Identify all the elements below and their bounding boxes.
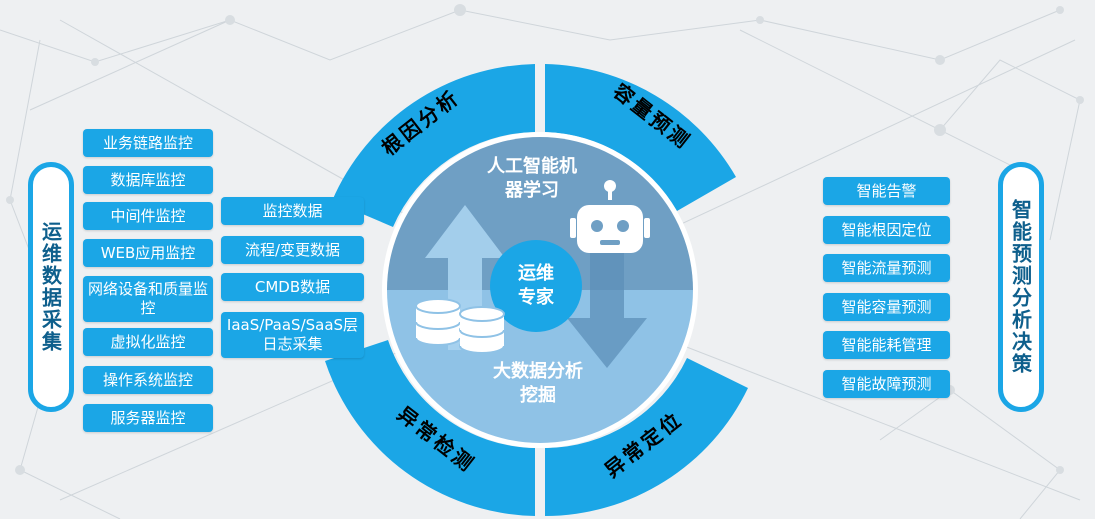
data-type-item: CMDB数据 [221, 273, 364, 301]
arc-segment-bottom-right [545, 358, 748, 516]
data-type-item: 监控数据 [221, 197, 364, 225]
right-panel-item: 智能流量预测 [823, 254, 950, 282]
data-type-item: IaaS/PaaS/SaaS层日志采集 [221, 312, 364, 358]
right-panel-item-label: 智能容量预测 [841, 297, 932, 316]
right-panel-item: 智能根因定位 [823, 216, 950, 244]
left-panel-item: 虚拟化监控 [83, 328, 213, 356]
center-bottom-label: 大数据分析挖掘 [493, 361, 583, 406]
right-panel-item-label: 智能故障预测 [841, 374, 932, 393]
left-panel-title-pill: 运维数据采集 [28, 162, 74, 412]
left-panel-item: WEB应用监控 [83, 239, 213, 267]
left-panel-title: 运维数据采集 [38, 221, 63, 353]
arc-segment-top-right [545, 64, 736, 211]
left-panel-item-label: WEB应用监控 [100, 243, 196, 262]
arc-segment-top-left [332, 64, 535, 227]
left-panel-item: 服务器监控 [83, 404, 213, 432]
left-panel-item: 业务链路监控 [83, 129, 213, 157]
left-panel-item-label: 中间件监控 [110, 206, 186, 225]
right-panel-item-label: 智能能耗管理 [841, 335, 932, 354]
right-panel-item: 智能告警 [823, 177, 950, 205]
right-panel-item: 智能故障预测 [823, 370, 950, 398]
left-panel-item: 操作系统监控 [83, 366, 213, 394]
right-panel-item-label: 智能根因定位 [841, 220, 932, 239]
data-type-item: 流程/变更数据 [221, 236, 364, 264]
center-core-label: 运维专家 [518, 263, 554, 308]
left-panel-item: 网络设备和质量监控 [83, 276, 213, 322]
right-panel-item: 智能能耗管理 [823, 331, 950, 359]
database-stack-icon [415, 298, 505, 354]
right-panel-item-label: 智能告警 [856, 181, 917, 200]
left-panel-item-label: 业务链路监控 [102, 133, 193, 152]
right-panel-title-pill: 智能预测分析决策 [998, 162, 1044, 412]
down-arrow-icon [567, 230, 647, 368]
data-type-item-label: CMDB数据 [254, 277, 331, 296]
left-panel-item-label: 数据库监控 [110, 170, 186, 189]
left-panel-item-label: 操作系统监控 [102, 370, 193, 389]
right-panel-title: 智能预测分析决策 [1008, 199, 1033, 375]
data-type-item-label: 流程/变更数据 [244, 240, 341, 259]
robot-icon [570, 180, 650, 253]
right-panel-item-label: 智能流量预测 [841, 258, 932, 277]
left-panel-item: 数据库监控 [83, 166, 213, 194]
left-panel-item-label: 网络设备和质量监控 [87, 280, 208, 317]
up-arrow-icon [425, 205, 505, 350]
center-top-label: 人工智能机器学习 [487, 156, 577, 201]
left-panel-item-label: 服务器监控 [110, 408, 186, 427]
arc-segment-bottom-left [325, 340, 535, 516]
data-type-item-label: 监控数据 [262, 201, 323, 220]
data-type-item-label: IaaS/PaaS/SaaS层日志采集 [226, 316, 359, 353]
left-panel-item: 中间件监控 [83, 202, 213, 230]
left-panel-item-label: 虚拟化监控 [110, 332, 186, 351]
right-panel-item: 智能容量预测 [823, 293, 950, 321]
